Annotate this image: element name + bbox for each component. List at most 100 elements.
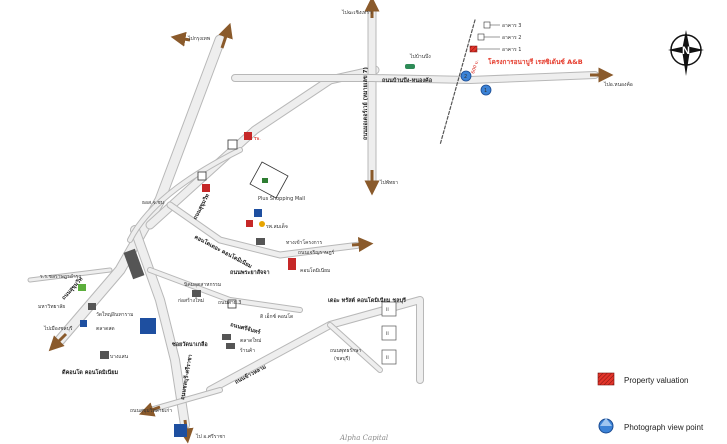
road-network — [27, 5, 599, 430]
credit-watermark: Alpha Capital — [339, 434, 388, 442]
landmark-icon — [288, 258, 296, 270]
label-nonthaburi: ทางเข้าโครงการ — [286, 239, 322, 246]
road-west-small — [27, 267, 113, 283]
landmark-icon — [140, 318, 156, 334]
landmark-icon — [100, 351, 109, 359]
road-curve-top-left — [127, 147, 243, 243]
label-plus-mall: Plus Shopping Mall — [258, 196, 305, 202]
subject-building-3 — [483, 21, 491, 29]
label-mkt: ตลาดใหม่ — [240, 337, 261, 344]
label-to-sriracha: ไป อ.ศรีราชา — [195, 433, 226, 440]
subject-building-2 — [477, 33, 485, 41]
landmark-icon — [78, 284, 86, 291]
road-local-east — [166, 201, 364, 259]
map-photo-points: 2 1 — [460, 70, 492, 96]
photo-point-label: 2 — [464, 74, 467, 80]
landmark-icon — [256, 238, 265, 245]
landmark-icon — [244, 132, 252, 140]
label-rd-east2: ถนนพุทธรักษา — [330, 348, 362, 354]
label-to-chonburi: ไปเมืองชลบุรี — [43, 325, 73, 332]
label-top-right-road: ไปบ้านบึง — [409, 53, 431, 60]
photo-point-marker — [460, 70, 472, 82]
mall-icon — [262, 178, 268, 183]
arrow-bottom-left — [138, 402, 161, 417]
svg-text:N: N — [682, 45, 690, 57]
subject-building-1 — [469, 45, 478, 53]
landmark-icon — [254, 209, 262, 217]
label-industrial: นิคมอุตสาหกรรม — [184, 281, 221, 288]
legend-property-label: Property valuation — [624, 376, 688, 385]
label-to-nong-kham: ไปอ.หนองค้อ — [603, 81, 633, 88]
block-label: ii — [386, 307, 389, 313]
label-rd-talad: ถนนเจริญราษฎร์ — [298, 249, 335, 256]
label-temple: วัดใหญ่อินทาราม — [96, 311, 133, 318]
landmark-icon — [202, 184, 210, 192]
building-block — [381, 301, 397, 317]
subject-label-2: อาคาร 2 — [502, 35, 521, 41]
label-side-road: ซอยวัดนาเกลือ — [172, 341, 208, 348]
label-motorway: ถนนมอเตอร์เวย์ (หมายเลข 7) — [362, 67, 369, 140]
road-to-sriracha — [130, 225, 190, 430]
building-blocks — [381, 301, 397, 365]
legend: Property valuation Photograph view point — [597, 372, 704, 434]
landmark-icon — [222, 334, 231, 340]
building-block — [381, 325, 397, 341]
plus-shopping-mall-building — [249, 161, 289, 199]
label-condo-b: คอนโดมิเนียม — [300, 267, 330, 274]
label-red-small: รพ. — [254, 136, 261, 142]
landmark-icon — [80, 320, 87, 327]
landmark-icon — [88, 303, 96, 310]
label-rd-east3: (ชลบุรี) — [334, 355, 350, 362]
label-bldg-row: ร้านค้า — [240, 347, 256, 354]
legend-property-swatch — [597, 372, 615, 386]
landmark-icon — [259, 221, 265, 227]
arrow-sukhumvit-south — [48, 332, 68, 352]
photo-point-marker — [480, 84, 492, 96]
label-north-road-top: ไปฉะเชิงเทรา — [341, 9, 372, 16]
label-rd-bottom-left: ถนนสุขุมวิทสายเก่า — [130, 407, 172, 414]
legend-photo-icon — [598, 418, 614, 434]
landmark-icon — [246, 220, 253, 227]
road-southeast — [147, 296, 424, 413]
label-condo-c: ดิ เอ็กซ์ คอนโด — [260, 312, 293, 320]
landmark-icon — [174, 424, 187, 437]
landmark-icon — [192, 290, 201, 297]
railway-line — [439, 19, 476, 146]
north-compass-icon: N — [668, 30, 704, 76]
building-block — [381, 349, 397, 365]
label-bangsaen: บางแสน — [110, 354, 129, 360]
landmark-icon — [226, 343, 235, 349]
label-rd-chonburi-ban: ถนนพระยาสัจจา — [230, 269, 270, 276]
road-red-label: 600 ม. — [470, 59, 480, 75]
label-condo-d: ดีคอนโด คอนโดมิเนียม — [62, 368, 119, 376]
label-north-road-bottom: ไปพัทยา — [379, 179, 398, 186]
label-to-bangkok: ไปกรุงเทพ — [187, 35, 210, 42]
map-labels: ไปฉะเชิงเทรา ไปพัทยา ไปกรุงเทพ ไปอ.หนองค… — [38, 9, 633, 440]
subject-property: อาคาร 3 อาคาร 2 อาคาร 1 — [469, 21, 521, 53]
label-school: ร.ร.ชลราษฎรอำรุง — [40, 274, 81, 280]
legend-photo-label: Photograph view point — [624, 423, 704, 432]
label-rd-long: ถนนศรีจันทร์ — [229, 321, 261, 336]
landmark-icon — [197, 171, 207, 181]
overpass-icon — [123, 248, 145, 280]
subject-label-1: อาคาร 1 — [502, 47, 521, 53]
landmark-icon — [227, 299, 237, 309]
arrow-local-east — [351, 237, 374, 253]
car-icon — [405, 64, 415, 69]
label-shop: ตลาดสด — [96, 326, 115, 332]
block-label: ii — [386, 331, 389, 337]
project-name: โครงการอนาบูรี เรสซิเด้นซ์ A&B — [487, 57, 583, 67]
label-condo-e: เดอะ ทรัสต์ คอนโดมิเนียม ชลบุรี — [328, 296, 406, 304]
label-sukhumvit: ถนนสุขุมวิท — [192, 192, 212, 221]
arrow-top-left — [170, 31, 191, 47]
block-label: ii — [386, 355, 389, 361]
label-landhouse: ธอส.จ.ชบ — [142, 200, 164, 206]
road-direction-arrows — [48, 0, 614, 444]
label-hospital: รพ.สมเด็จ — [266, 222, 288, 230]
subject-label-3: อาคาร 3 — [502, 23, 521, 29]
label-cons-a: ก่อสร้างใหม่ — [178, 297, 204, 304]
label-nong-kham-road: ถนนบ้านบึง-หนองค้อ — [382, 76, 432, 84]
landmark-icon — [227, 139, 238, 150]
road-east-horizontal — [231, 71, 599, 84]
